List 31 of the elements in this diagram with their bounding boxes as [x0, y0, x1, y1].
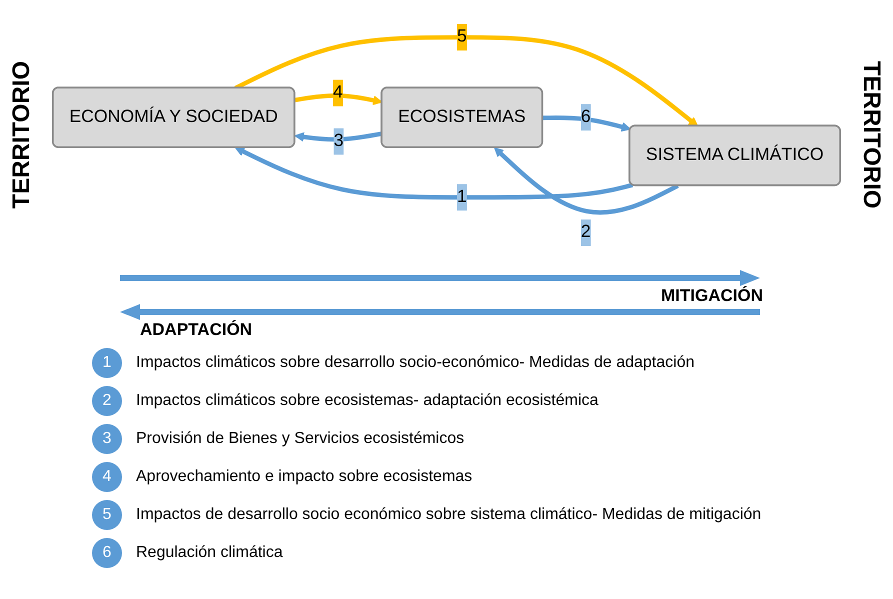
- legend-text: Impactos de desarrollo socio económico sobre sistema climático- Medidas de mitigación: [136, 506, 762, 524]
- edge-label: 1: [456, 187, 467, 206]
- side-title: TERRITORIO: [8, 61, 36, 209]
- legend-text: Provisión de Bienes y Servicios ecosistémicos: [136, 430, 464, 448]
- arrow: [234, 147, 634, 200]
- side-title: TERRITORIO: [857, 61, 885, 209]
- number-circle: 3: [92, 424, 122, 454]
- arrow: [294, 131, 382, 142]
- process-box: SISTEMA CLIMÁTICO: [628, 124, 841, 186]
- edge-label: 2: [580, 222, 591, 242]
- arrow: [542, 116, 631, 132]
- legend-text: Impactos climáticos sobre desarrollo socio-económico- Medidas de adaptación: [136, 354, 694, 372]
- number-circle: 5: [92, 500, 122, 530]
- arrow: [294, 93, 383, 106]
- legend-text: Regulación climática: [136, 544, 283, 562]
- number-circle: 1: [92, 348, 122, 378]
- edge-label: 3: [334, 132, 344, 150]
- arrow-label: MITIGACIÓN: [661, 286, 763, 306]
- process-box: ECONOMÍA Y SOCIEDAD: [52, 86, 296, 148]
- arrow-label: ADAPTACIÓN: [140, 320, 252, 340]
- legend-text: Impactos climáticos sobre ecosistemas- adaptación ecosistémica: [136, 392, 598, 410]
- process-box: ECOSISTEMAS: [380, 86, 544, 148]
- number-circle: 2: [92, 386, 122, 416]
- number-circle: 6: [92, 538, 122, 568]
- arrow: [494, 147, 679, 215]
- edge-label: 5: [456, 27, 467, 46]
- edge-label: 4: [333, 83, 343, 102]
- edge-label: 6: [580, 107, 591, 126]
- number-circle: 4: [92, 462, 122, 492]
- legend-text: Aprovechamiento e impacto sobre ecosistemas: [136, 468, 472, 486]
- arrow: [234, 35, 698, 127]
